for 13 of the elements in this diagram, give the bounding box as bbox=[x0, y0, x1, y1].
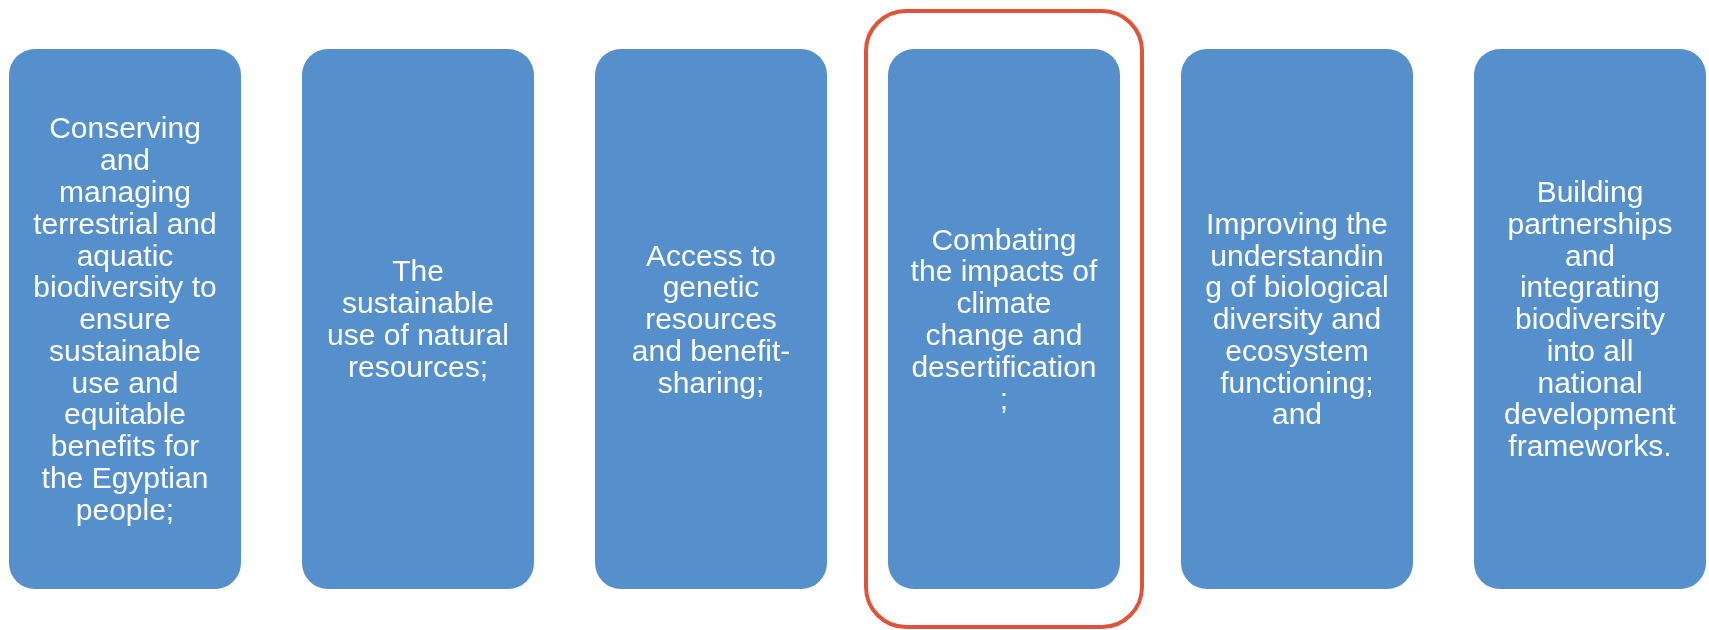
topic-box bbox=[1181, 49, 1413, 589]
highlight-frame bbox=[864, 9, 1144, 629]
topic-text: Building partnerships and integrating biodiversity into all national development frameworks. bbox=[1503, 175, 1677, 463]
topic-box bbox=[302, 49, 534, 589]
topic-text: Conserving and managing terrestrial and aquatic biodiversity to ensure sustainable use and equitable benefits for the Egyptian people; bbox=[32, 112, 218, 526]
topic-box bbox=[1474, 49, 1706, 589]
topic-text: Improving the understanding of biological diversity and ecosystem functioning; and bbox=[1204, 207, 1390, 431]
topic-box bbox=[9, 49, 241, 589]
topic-text: Access to genetic resources and benefit-sharing; bbox=[630, 239, 792, 399]
topic-text: Combating the impacts of climate change and desertification; bbox=[910, 223, 1098, 415]
topic-box bbox=[888, 49, 1120, 589]
topic-text: The sustainable use of natural resources; bbox=[326, 255, 510, 383]
topic-box bbox=[595, 49, 827, 589]
